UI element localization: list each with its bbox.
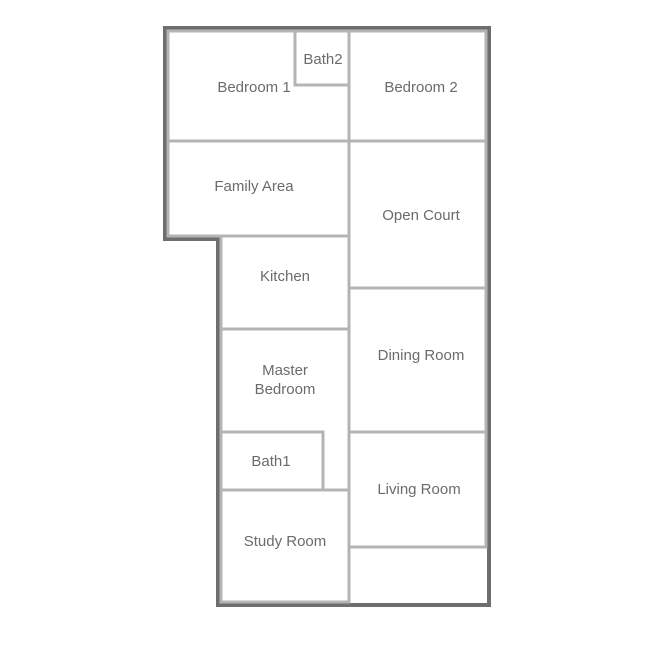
label-family-area: Family Area [214,178,294,195]
label-bedroom1: Bedroom 1 [217,79,290,96]
label-master-bedroom-line1: Master [262,362,308,379]
room-labels: Bedroom 1 Bath2 Bedroom 2 Family Area Op… [214,51,464,550]
interior-walls [166,29,488,604]
outer-wall [163,26,491,607]
label-bath1: Bath1 [251,453,290,470]
label-master-bedroom-line2: Bedroom [255,381,316,398]
label-dining-room: Dining Room [378,347,465,364]
label-kitchen: Kitchen [260,268,310,285]
label-bath2: Bath2 [303,51,342,68]
label-study-room: Study Room [244,533,327,550]
label-living-room: Living Room [377,481,460,498]
label-open-court: Open Court [382,207,460,224]
label-bedroom2: Bedroom 2 [384,79,457,96]
